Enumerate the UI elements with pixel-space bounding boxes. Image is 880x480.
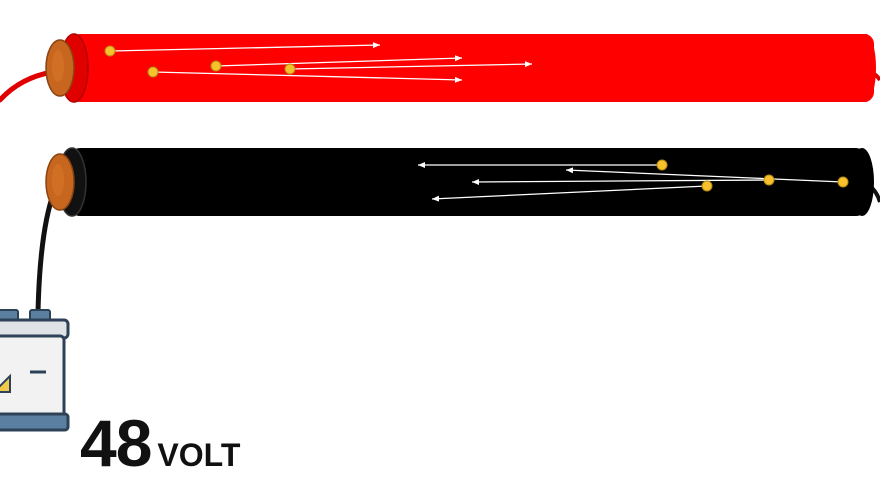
electron bbox=[656, 159, 668, 171]
positive-wire-insulation bbox=[70, 34, 874, 102]
electron bbox=[763, 174, 775, 186]
voltage-value: 48 bbox=[80, 406, 152, 480]
battery-warning-icon bbox=[0, 373, 11, 393]
positive-electron-arrow bbox=[289, 61, 533, 70]
battery-icon bbox=[0, 309, 70, 432]
negative-wire bbox=[35, 147, 880, 315]
negative-wire-lead-to-battery bbox=[35, 189, 57, 315]
positive-wire bbox=[0, 33, 880, 103]
positive-electron-arrow bbox=[109, 42, 381, 52]
negative-electron-arrow bbox=[471, 178, 770, 185]
voltage-unit: VOLT bbox=[157, 437, 241, 473]
electron bbox=[147, 66, 159, 78]
positive-wire-lead-left bbox=[0, 69, 55, 103]
electron bbox=[210, 60, 222, 72]
positive-electron-arrow bbox=[152, 71, 463, 83]
electron bbox=[284, 63, 296, 75]
electron bbox=[837, 176, 849, 188]
electron bbox=[701, 180, 713, 192]
negative-electron-arrow bbox=[565, 167, 844, 183]
electron bbox=[104, 45, 116, 57]
negative-electron-arrow bbox=[431, 185, 708, 202]
positive-electron-arrow bbox=[215, 55, 463, 67]
negative-wire-end-cap bbox=[850, 148, 874, 216]
positive-wire-end-cap bbox=[856, 34, 876, 102]
negative-wire-insulation bbox=[70, 148, 866, 216]
battery-base bbox=[0, 412, 70, 432]
